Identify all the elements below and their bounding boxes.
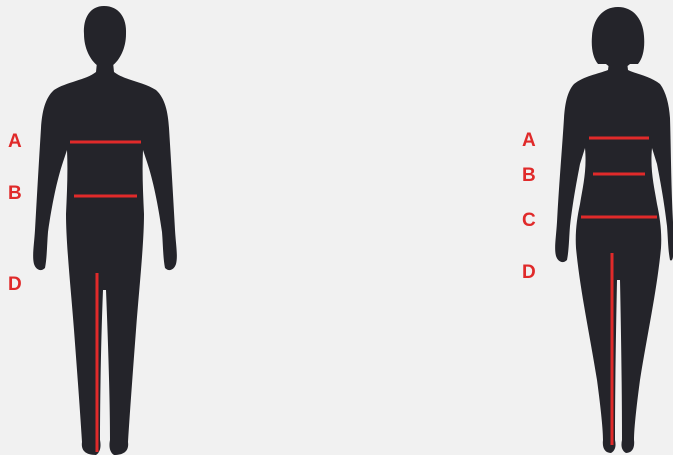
female-label-a: A: [522, 130, 536, 151]
male-label-a: A: [8, 131, 22, 152]
male-label-d: D: [8, 274, 22, 295]
male-labels: A B D: [8, 131, 22, 295]
male-body-silhouette-icon: [33, 6, 177, 455]
female-label-c: C: [522, 210, 536, 231]
female-labels: A B C D: [522, 130, 536, 283]
female-label-b: B: [522, 165, 536, 186]
female-body-silhouette-icon: [555, 7, 673, 453]
female-label-d: D: [522, 262, 536, 283]
male-label-b: B: [8, 183, 22, 204]
